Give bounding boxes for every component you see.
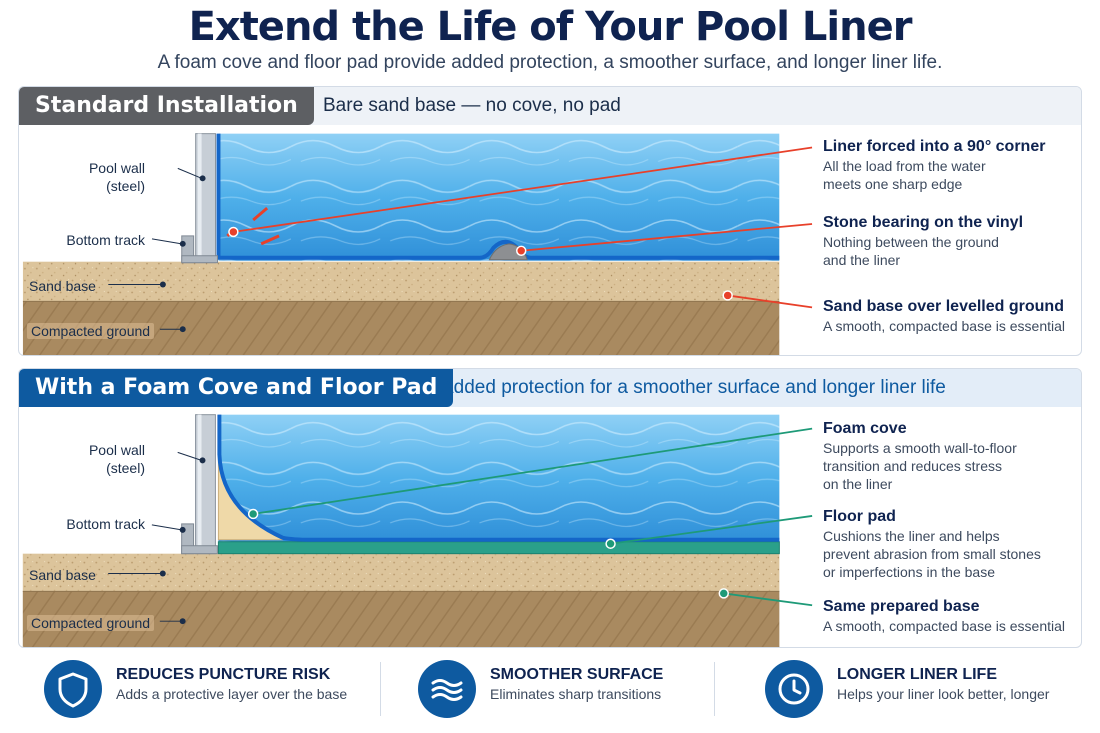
feature-longer-life: LONGER LINER LIFE Helps your liner look … (765, 654, 1085, 732)
callout-title: Liner forced into a 90° corner (823, 138, 1046, 155)
feature-desc: Eliminates sharp transitions (490, 686, 662, 702)
callout-desc: transition and reduces stress (823, 458, 1002, 474)
callout-desc: All the load from the water (823, 158, 986, 174)
feature-title: LONGER LINER LIFE (837, 666, 997, 683)
callout-desc: Nothing between the ground (823, 234, 999, 250)
label-sand-base: Sand base (29, 567, 96, 583)
label-sand-base: Sand base (29, 278, 96, 294)
callout-stone: Stone bearing on the vinyl Nothing betwe… (823, 213, 1081, 269)
standard-installation-diagram (22, 133, 813, 355)
standard-heading: Standard Installation (19, 87, 314, 125)
label-bottom-track: Bottom track (66, 516, 145, 532)
callout-title: Foam cove (823, 420, 907, 437)
label-compacted-ground: Compacted ground (27, 614, 157, 632)
standard-subheading: Bare sand base — no cove, no pad (323, 95, 621, 116)
callout-desc: A smooth, compacted base is essential (823, 618, 1066, 634)
callout-90-corner: Liner forced into a 90° corner All the l… (823, 137, 1081, 193)
callout-desc: Cushions the liner and helps (823, 528, 1000, 544)
feature-title: SMOOTHER SURFACE (490, 666, 664, 683)
feature-title: REDUCES PUNCTURE RISK (116, 666, 331, 683)
callout-foam-cove: Foam cove Supports a smooth wall-to-floo… (823, 419, 1081, 493)
foam-subheading: Added protection for a smoother surface … (441, 377, 946, 398)
divider (380, 662, 381, 716)
clock-icon (765, 660, 823, 718)
callout-title: Sand base over levelled ground (823, 298, 1064, 315)
callout-desc: Supports a smooth wall-to-floor (823, 440, 1017, 456)
sand-base (22, 553, 780, 592)
page-subtitle: A foam cove and floor pad provide added … (157, 52, 943, 73)
feature-puncture: REDUCES PUNCTURE RISK Adds a protective … (44, 654, 364, 732)
label-pool-wall-text: Pool wall (88, 442, 145, 458)
callout-desc: meets one sharp edge (823, 176, 963, 192)
label-compacted-ground: Compacted ground (27, 322, 157, 340)
feature-desc: Adds a protective layer over the base (116, 686, 348, 702)
label-pool-wall-material: (steel) (106, 460, 145, 476)
sand-base (22, 261, 780, 302)
callout-floor-pad: Floor pad Cushions the liner and helps p… (823, 507, 1081, 581)
callout-title: Stone bearing on the vinyl (823, 214, 1024, 231)
liner (217, 414, 780, 542)
label-pool-wall: Pool wall (steel) (59, 441, 145, 477)
label-pool-wall-material: (steel) (106, 178, 145, 194)
label-compacted-ground-text: Compacted ground (27, 323, 155, 339)
callout-desc: A smooth, compacted base is essential (823, 318, 1066, 334)
label-pool-wall: Pool wall (steel) (59, 159, 145, 195)
callout-sand-base: Sand base over levelled ground A smooth,… (823, 297, 1081, 335)
label-pool-wall-text: Pool wall (88, 160, 145, 176)
feature-desc: Helps your liner look better, longer (837, 686, 1050, 702)
callout-title: Floor pad (823, 508, 896, 525)
shield-icon (44, 660, 102, 718)
callout-desc: and the liner (823, 252, 901, 268)
callout-same-base: Same prepared base A smooth, compacted b… (823, 597, 1081, 635)
feature-bar: REDUCES PUNCTURE RISK Adds a protective … (0, 654, 1100, 732)
foam-cove-diagram (22, 414, 813, 647)
waves-icon (418, 660, 476, 718)
label-bottom-track: Bottom track (66, 232, 145, 248)
label-compacted-ground-text: Compacted ground (27, 615, 155, 631)
floor-pad (217, 541, 780, 555)
feature-smoother: SMOOTHER SURFACE Eliminates sharp transi… (418, 654, 708, 732)
foam-cove-panel: With a Foam Cove and Floor Pad Added pro… (18, 368, 1082, 648)
callout-desc: prevent abrasion from small stones (823, 546, 1041, 562)
page-title: Extend the Life of Your Pool Liner (188, 4, 913, 50)
callout-title: Same prepared base (823, 598, 980, 615)
standard-installation-panel: Standard Installation Bare sand base — n… (18, 86, 1082, 356)
foam-heading: With a Foam Cove and Floor Pad (19, 369, 454, 407)
callout-desc: on the liner (823, 476, 893, 492)
divider (714, 662, 715, 716)
callout-desc: or imperfections in the base (823, 564, 995, 580)
